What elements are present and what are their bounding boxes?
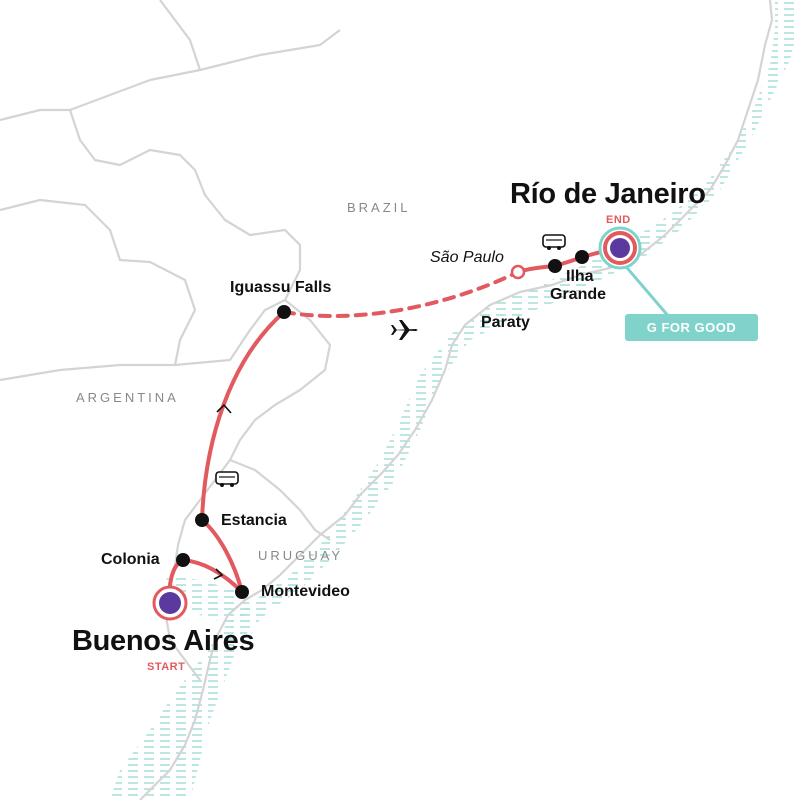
direction-arrow-north bbox=[216, 403, 232, 414]
border-west bbox=[0, 363, 175, 382]
stop-label-paraty: Paraty bbox=[481, 314, 530, 331]
route-estancia-iguassu bbox=[200, 310, 286, 522]
country-label-argentina: ARGENTINA bbox=[76, 390, 179, 405]
country-borders bbox=[0, 0, 774, 800]
river-plate-hatching bbox=[165, 575, 255, 625]
route-montevideo-estancia bbox=[200, 518, 244, 594]
g-for-good-badge: G FOR GOOD bbox=[625, 314, 758, 341]
bus-icon bbox=[215, 471, 239, 487]
stop-label-montevideo: Montevideo bbox=[261, 583, 350, 600]
route-flight-iguassu-saopaulo bbox=[282, 270, 520, 318]
ocean-hatching bbox=[110, 0, 800, 800]
stop-label-estancia: Estancia bbox=[221, 512, 287, 529]
start-marker bbox=[152, 585, 188, 621]
stop-label-iguassu: Iguassu Falls bbox=[230, 279, 332, 296]
border-north bbox=[159, 0, 202, 71]
stop-dot-iguassu bbox=[277, 305, 291, 319]
country-label-brazil: BRAZIL bbox=[347, 200, 411, 215]
stop-label-ilha-grande-1: Ilha bbox=[566, 268, 594, 285]
g-for-good-connector bbox=[620, 261, 672, 319]
start-tag: START bbox=[147, 661, 186, 673]
stop-dot-estancia bbox=[195, 513, 209, 527]
stop-label-colonia: Colonia bbox=[101, 551, 160, 568]
stop-dot-paraty bbox=[548, 259, 562, 273]
country-label-uruguay: URUGUAY bbox=[258, 548, 344, 563]
border-bolivia bbox=[0, 108, 70, 122]
border-uruguay-brazil bbox=[229, 458, 331, 541]
end-tag: END bbox=[606, 214, 631, 226]
stop-dot-sao-paulo bbox=[510, 264, 526, 280]
start-city-label: Buenos Aires bbox=[72, 625, 255, 657]
end-marker bbox=[598, 226, 642, 270]
stop-label-sao-paulo: São Paulo bbox=[430, 249, 504, 266]
end-city-label: Río de Janeiro bbox=[510, 178, 706, 210]
border-misiones bbox=[229, 299, 332, 461]
bus-icon bbox=[542, 234, 566, 250]
stop-dot-montevideo bbox=[235, 585, 249, 599]
stop-dot-colonia bbox=[176, 553, 190, 567]
stop-label-ilha-grande-2: Grande bbox=[550, 286, 607, 303]
direction-arrow-east bbox=[213, 568, 224, 580]
plane-icon bbox=[391, 320, 418, 340]
stop-dot-ilha-grande bbox=[575, 250, 589, 264]
coastline bbox=[139, 0, 774, 800]
border-paraguay bbox=[0, 29, 341, 367]
